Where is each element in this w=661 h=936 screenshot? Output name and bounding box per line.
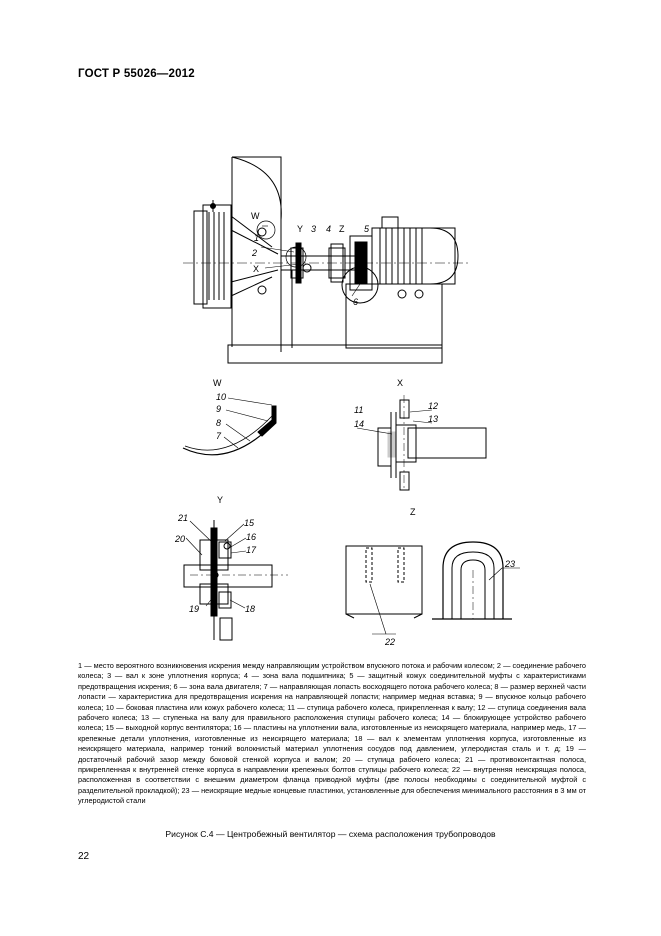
figure-caption: Рисунок С.4 — Центробежный вентилятор — …: [165, 829, 496, 839]
label-x-12: 12: [428, 401, 438, 411]
label-main-Z: Z: [339, 224, 345, 234]
figure-legend: 1 — место вероятного возникновения искре…: [78, 661, 586, 806]
label-y-17: 17: [246, 545, 257, 555]
label-main-1: 1: [254, 233, 259, 243]
label-main-X: X: [253, 264, 259, 274]
label-x-11: 11: [354, 405, 363, 415]
technical-drawing: W 1 2 X Y 3 4 Z 5 6 W 10 9 8 7 X 11 12 1…: [174, 156, 520, 647]
label-y-16: 16: [246, 532, 256, 542]
label-y-21: 21: [177, 513, 188, 523]
label-detail-w-title: W: [213, 378, 222, 388]
label-main-3: 3: [311, 224, 316, 234]
label-x-13: 13: [428, 414, 438, 424]
detail-y-drawing: [183, 520, 288, 641]
label-detail-y-title: Y: [217, 495, 223, 505]
label-y-15: 15: [244, 518, 255, 528]
document-header: ГОСТ Р 55026—2012: [78, 68, 195, 80]
label-w-10: 10: [216, 392, 226, 402]
label-w-9: 9: [216, 404, 221, 414]
main-fan-view: [183, 156, 468, 364]
label-detail-x-title: X: [397, 378, 403, 388]
label-w-8: 8: [216, 418, 221, 428]
detail-x-drawing: [356, 395, 487, 491]
label-y-18: 18: [245, 604, 255, 614]
label-w-7: 7: [216, 431, 222, 441]
label-detail-z-title: Z: [410, 507, 416, 517]
label-y-20: 20: [174, 534, 185, 544]
label-z-23: 23: [504, 559, 515, 569]
label-main-Y: Y: [297, 224, 303, 234]
label-main-4: 4: [326, 224, 331, 234]
label-y-19: 19: [189, 604, 199, 614]
label-main-6: 6: [353, 297, 358, 307]
page-number: 22: [78, 851, 90, 862]
detail-z-drawing: [345, 541, 520, 635]
label-x-14: 14: [354, 419, 364, 429]
label-z-22: 22: [384, 637, 395, 647]
label-main-W: W: [251, 211, 260, 221]
label-main-2: 2: [251, 248, 257, 258]
detail-w-drawing: [182, 397, 277, 456]
label-main-5: 5: [364, 224, 370, 234]
